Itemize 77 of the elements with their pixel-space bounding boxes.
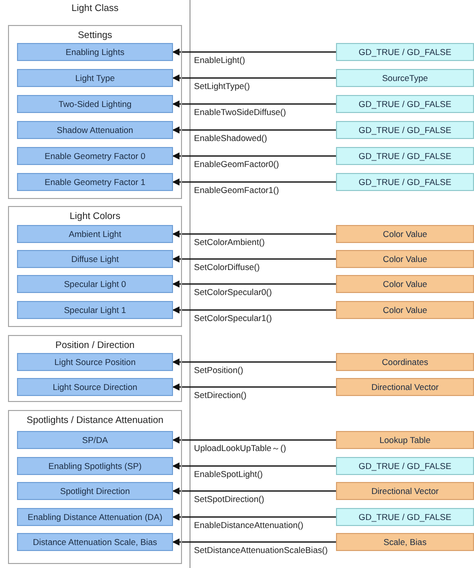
property-box: Enable Geometry Factor 0: [17, 147, 173, 165]
arrow: [172, 383, 336, 391]
arrow: [172, 230, 336, 238]
property-box: Enabling Lights: [17, 43, 173, 61]
group-heading: Light Colors: [68, 211, 122, 222]
property-box: Enabling Distance Attenuation (DA): [17, 508, 173, 526]
edge-label: SetColorSpecular1(): [193, 313, 273, 323]
flag-box: GD_TRUE / GD_FALSE: [336, 173, 474, 191]
property-box: Light Source Position: [17, 353, 173, 371]
arrow: [172, 280, 336, 288]
edge-label: UploadLookUpTable～(): [193, 443, 288, 455]
property-box: Diffuse Light: [17, 250, 173, 268]
value-box: Scale, Bias: [336, 533, 474, 551]
flag-box: SourceType: [336, 69, 474, 87]
group-heading: Spotlights / Distance Attenuation: [26, 415, 164, 426]
value-box: Lookup Table: [336, 431, 474, 449]
edge-label: EnableDistanceAttenuation(): [193, 520, 304, 530]
group-panel: [8, 410, 182, 564]
property-box: Two-Sided Lighting: [17, 95, 173, 113]
value-box: Directional Vector: [336, 482, 474, 500]
edge-label: EnableGeomFactor0(): [193, 159, 280, 169]
arrow: [172, 436, 336, 444]
arrow: [172, 513, 336, 521]
group-heading: Settings: [76, 30, 114, 41]
value-box: Directional Vector: [336, 378, 474, 396]
edge-label: SetColorDiffuse(): [193, 262, 261, 272]
arrow: [172, 126, 336, 134]
arrow: [172, 178, 336, 186]
value-box: Color Value: [336, 301, 474, 319]
group-panel: [8, 206, 182, 327]
flag-box: GD_TRUE / GD_FALSE: [336, 508, 474, 526]
edge-label: SetColorAmbient(): [193, 237, 266, 247]
arrow: [172, 255, 336, 263]
value-box: Color Value: [336, 250, 474, 268]
arrow: [172, 487, 336, 495]
property-box: Specular Light 1: [17, 301, 173, 319]
property-box: Specular Light 0: [17, 275, 173, 293]
value-box: Color Value: [336, 275, 474, 293]
edge-label: EnableGeomFactor1(): [193, 185, 280, 195]
arrow: [172, 358, 336, 366]
value-box: Coordinates: [336, 353, 474, 371]
flag-box: GD_TRUE / GD_FALSE: [336, 457, 474, 475]
flag-box: GD_TRUE / GD_FALSE: [336, 147, 474, 165]
edge-label: EnableShadowed(): [193, 133, 268, 143]
flag-box: GD_TRUE / GD_FALSE: [336, 43, 474, 61]
edge-label: SetSpotDirection(): [193, 494, 266, 504]
property-box: SP/DA: [17, 431, 173, 449]
arrow: [172, 152, 336, 160]
diagram-title: Light Class: [70, 3, 120, 14]
property-box: Spotlight Direction: [17, 482, 173, 500]
edge-label: EnableTwoSideDiffuse(): [193, 107, 288, 117]
property-box: Enable Geometry Factor 1: [17, 173, 173, 191]
edge-label: EnableSpotLight(): [193, 469, 264, 479]
value-box: Color Value: [336, 225, 474, 243]
arrow: [172, 48, 336, 56]
edge-label: EnableLight(): [193, 55, 246, 65]
group-panel: [8, 25, 182, 199]
arrow: [172, 538, 336, 546]
edge-label: SetColorSpecular0(): [193, 287, 273, 297]
arrow: [172, 100, 336, 108]
flag-box: GD_TRUE / GD_FALSE: [336, 95, 474, 113]
group-panel: [8, 335, 182, 402]
property-box: Distance Attenuation Scale, Bias: [17, 533, 173, 551]
arrow: [172, 306, 336, 314]
arrow: [172, 74, 336, 82]
edge-label: SetDirection(): [193, 390, 248, 400]
flag-box: GD_TRUE / GD_FALSE: [336, 121, 474, 139]
property-box: Light Source Direction: [17, 378, 173, 396]
edge-label: SetDistanceAttenuationScaleBias(): [193, 545, 329, 555]
property-box: Shadow Attenuation: [17, 121, 173, 139]
arrow: [172, 462, 336, 470]
property-box: Light Type: [17, 69, 173, 87]
edge-label: SetPosition(): [193, 365, 244, 375]
group-heading: Position / Direction: [54, 340, 136, 351]
property-box: Ambient Light: [17, 225, 173, 243]
edge-label: SetLightType(): [193, 81, 251, 91]
property-box: Enabling Spotlights (SP): [17, 457, 173, 475]
